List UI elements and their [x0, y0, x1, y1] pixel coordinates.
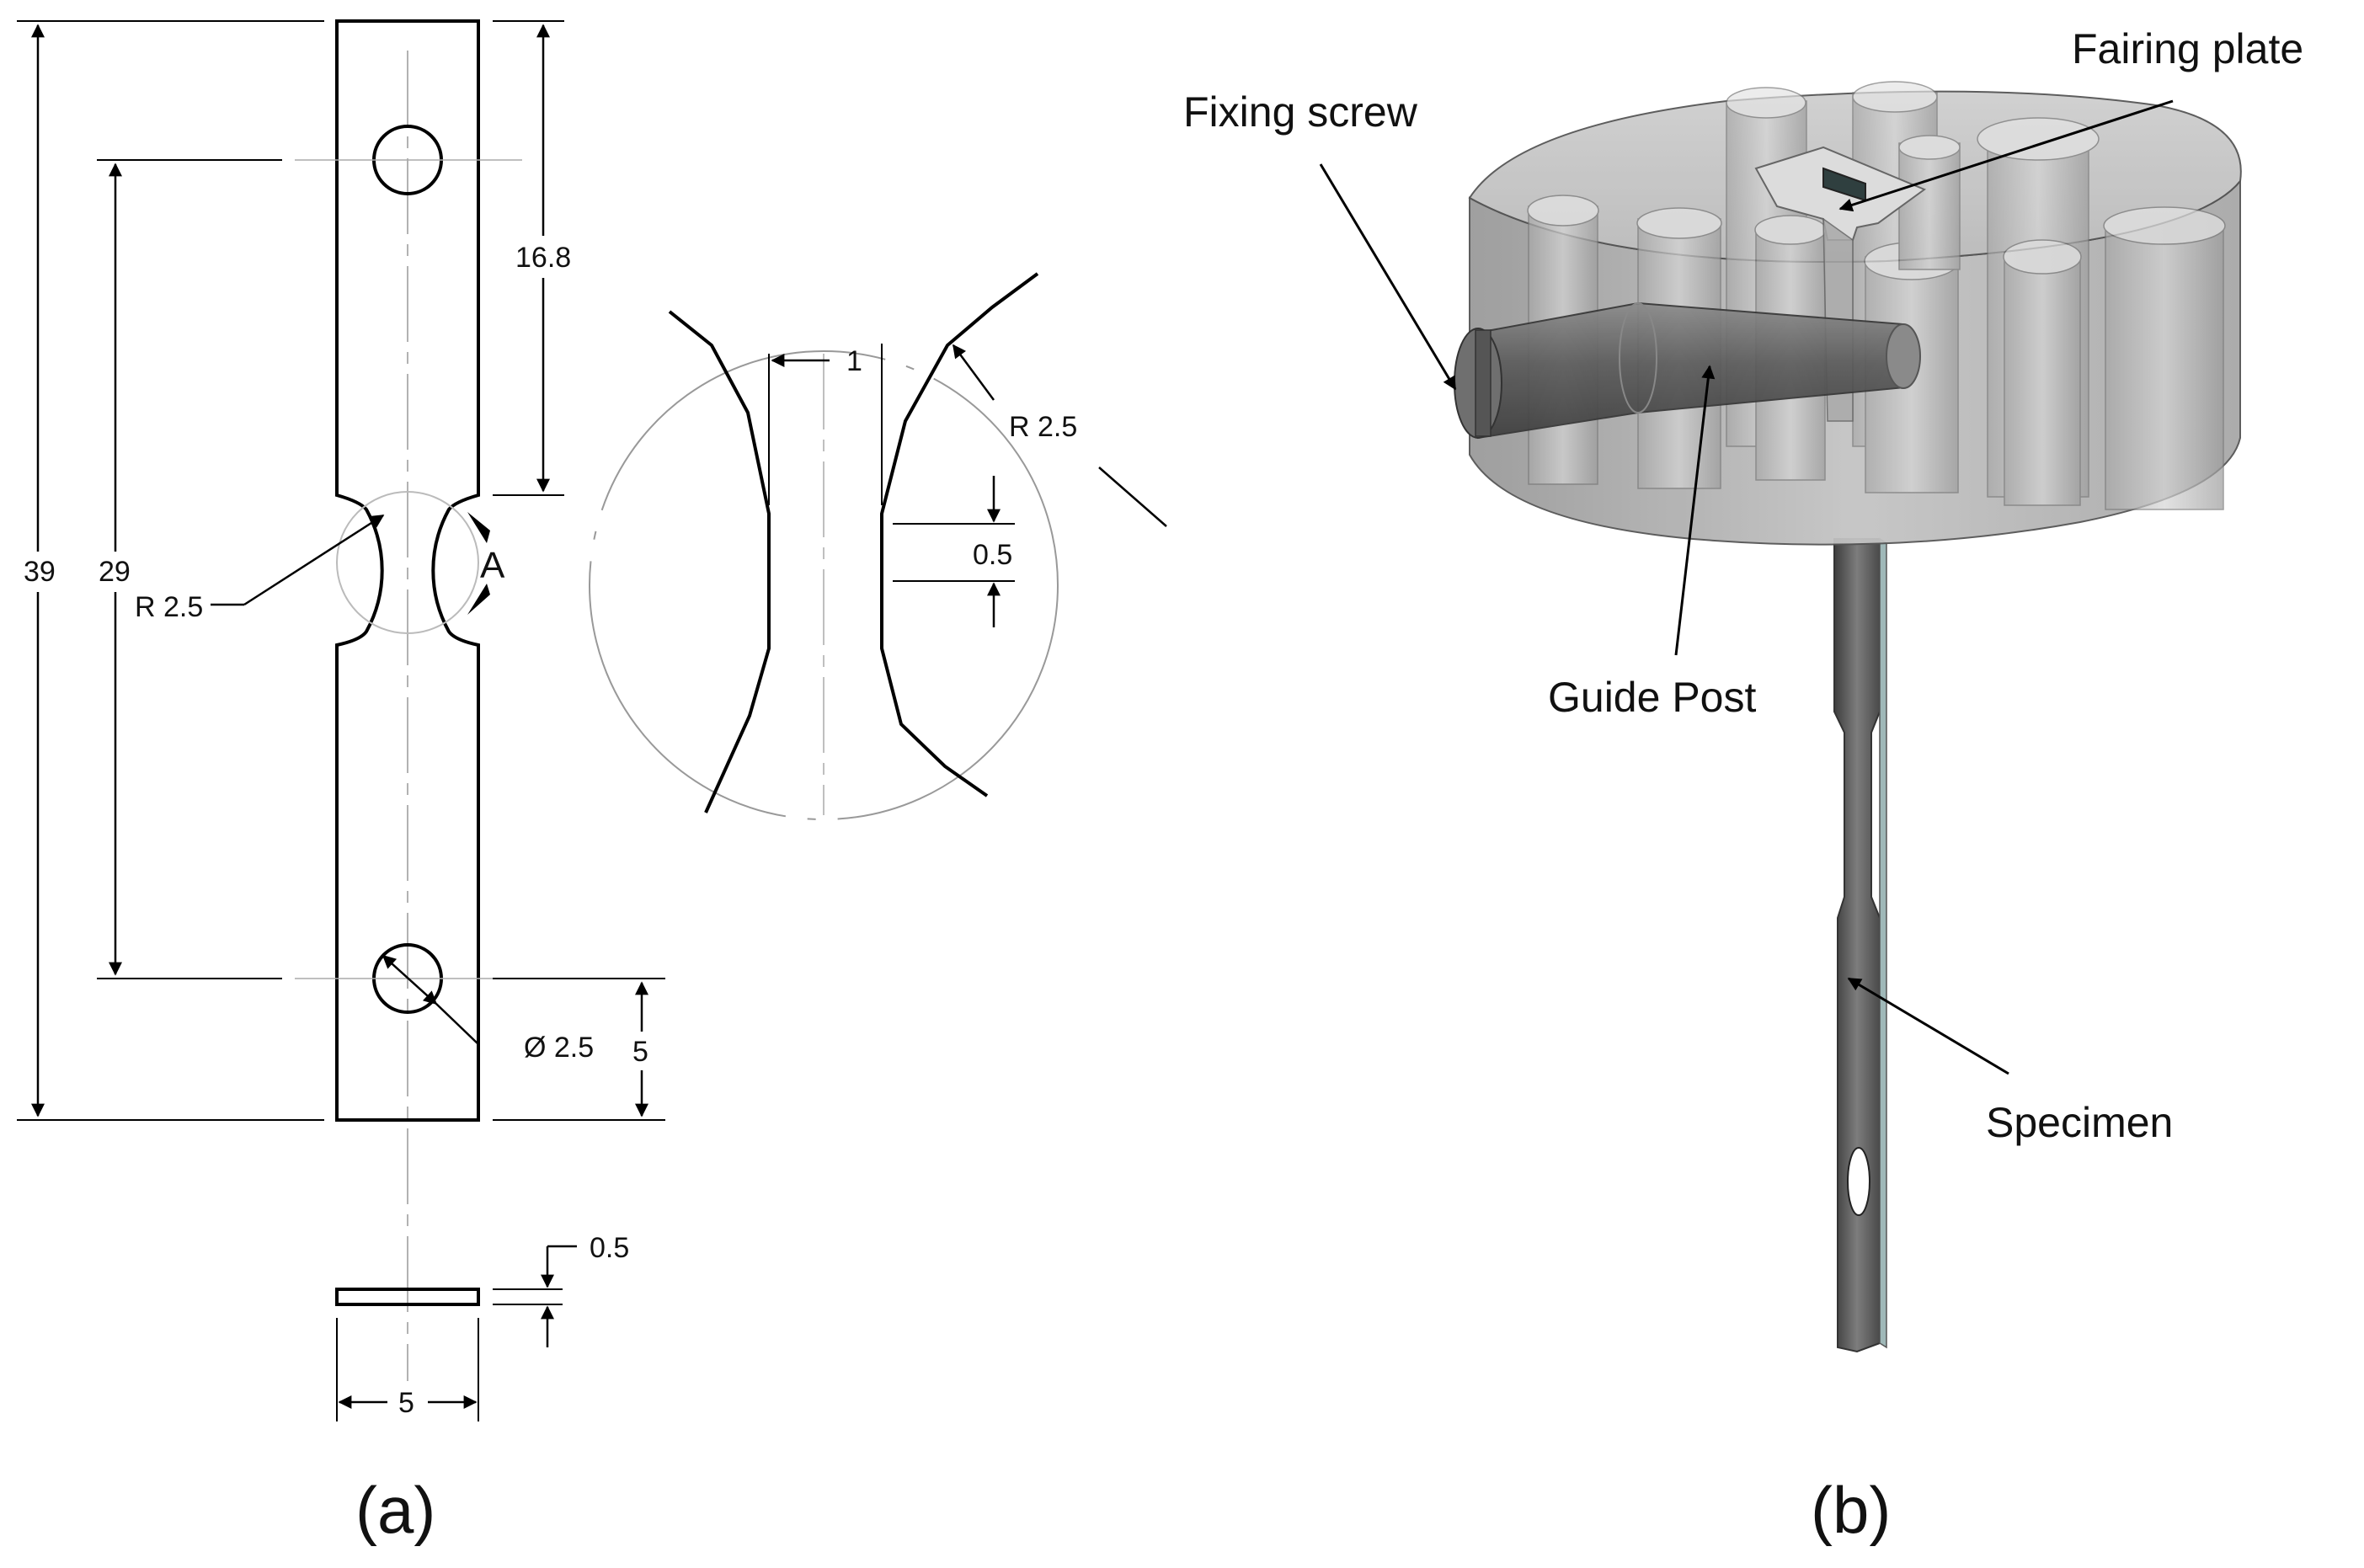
hole-diameter-leader [382, 954, 438, 1005]
label-fairing-plate: Fairing plate [2072, 25, 2303, 72]
detail-right-notch [880, 272, 1039, 797]
dim-total-length: 39 [24, 556, 56, 588]
detail-arrow-bottom [467, 584, 490, 615]
dim-thickness: 0.5 [590, 1232, 629, 1264]
dim-notch-radius: R 2.5 [135, 591, 203, 623]
detail-region-circle [336, 491, 479, 634]
dim-top-to-notch: 16.8 [515, 242, 571, 274]
detail-marker-a: A [480, 545, 505, 586]
dim-width: 5 [398, 1387, 414, 1419]
detail-view: 1 R 2.5 0.5 [589, 272, 1167, 820]
caption-a: (a) [355, 1473, 435, 1547]
detail-gap: 1 [846, 345, 862, 377]
fixing-screw-leader [1319, 163, 1457, 391]
specimen-hole [1847, 1147, 1870, 1216]
specimen-3d [1833, 538, 1881, 1353]
thickness-view [335, 1288, 480, 1306]
specimen-leader [1847, 977, 2009, 1075]
dim-hole-diameter: Ø 2.5 [524, 1032, 594, 1064]
panel-b-drawing: Fairing plate Fixing screw Guide Post Sp… [1183, 25, 2303, 1547]
detail-neck: 0.5 [973, 539, 1012, 571]
detail-radius: R 2.5 [1009, 411, 1077, 443]
detail-arrow-top [467, 512, 490, 543]
guide-post-leader [1674, 365, 1716, 656]
fairing-plate-leader [1838, 99, 2174, 212]
detail-view-circle [589, 350, 1059, 820]
dim-hole-to-bottom: 5 [632, 1036, 648, 1068]
detail-left-notch [668, 310, 771, 813]
panel-a-drawing: 39 29 16.8 R 2.5 A Ø 2.5 5 0.5 [15, 19, 1167, 1547]
label-fixing-screw: Fixing screw [1183, 88, 1418, 136]
detail-radius-leader [952, 344, 995, 401]
dim-hole-span: 29 [99, 556, 131, 588]
caption-b: (b) [1811, 1473, 1891, 1547]
label-guide-post: Guide Post [1548, 674, 1756, 721]
fixing-screw-part [1454, 301, 1921, 440]
notch-radius-leader [243, 514, 385, 606]
label-specimen: Specimen [1986, 1099, 2173, 1146]
